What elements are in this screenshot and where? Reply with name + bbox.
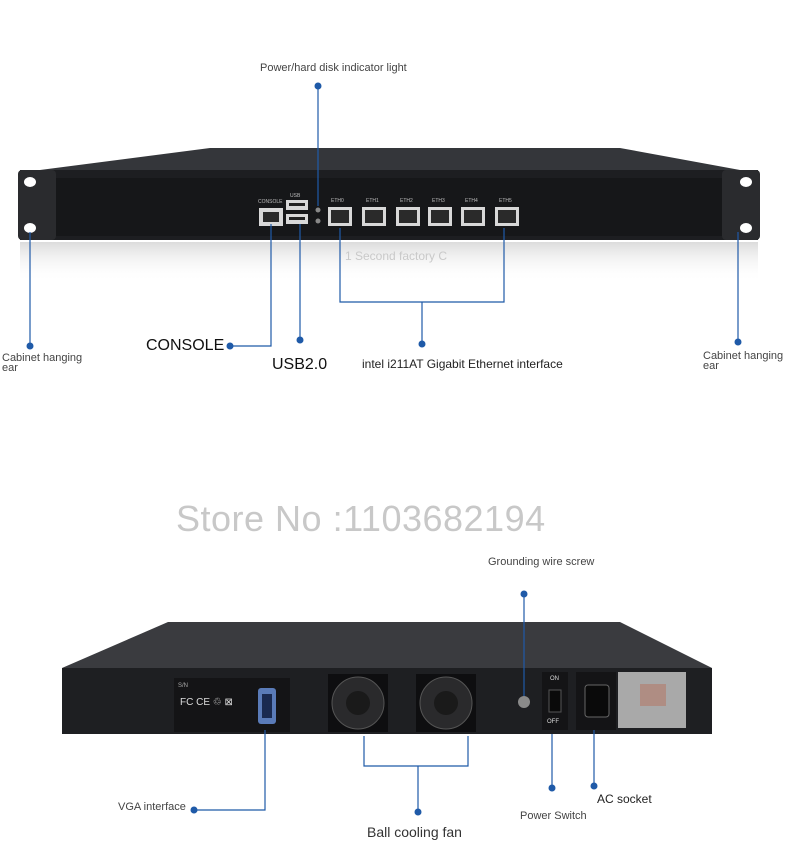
store-watermark: Store No :1103682194: [176, 498, 546, 539]
indicator-light-label: Power/hard disk indicator light: [260, 62, 407, 74]
back-callout-dots: [190, 590, 598, 816]
hdd-led: [315, 218, 321, 224]
fan-2-hub: [434, 691, 458, 715]
ac-socket: [584, 684, 610, 718]
left-ear: [18, 170, 56, 240]
left-ear-hole-bottom: [24, 223, 36, 233]
back-top-surface: [62, 622, 712, 668]
right-ear-label: Cabinet hanging ear: [703, 350, 784, 372]
fan-label: Ball cooling fan: [367, 824, 462, 840]
front-top-surface: [40, 148, 740, 170]
grounding-label: Grounding wire screw: [488, 556, 595, 568]
eth-port-label: ETH4: [465, 198, 478, 204]
right-ear-dot: [734, 338, 742, 346]
eth-port-inner: [498, 210, 516, 223]
power-switch: [548, 689, 562, 713]
eth-port-inner: [399, 210, 417, 223]
vga-leader: [194, 730, 266, 811]
usb-port-2-slot: [289, 217, 305, 220]
eth-port-label: ETH3: [432, 198, 445, 204]
grounding-screw: [518, 696, 530, 708]
eth-port-label: ETH1: [366, 198, 379, 204]
ethernet-dot: [418, 340, 426, 348]
front-mesh: [55, 178, 725, 236]
front-callouts: [29, 86, 739, 347]
cooling-fans: [328, 674, 476, 732]
eth-port-inner: [431, 210, 449, 223]
switch-on-text: ON: [550, 676, 559, 682]
front-callout-dots: [26, 82, 742, 350]
power-led: [315, 207, 321, 213]
console-leader: [230, 224, 272, 347]
usb-port-text: USB: [290, 193, 301, 199]
right-ear-hole-top: [740, 177, 752, 187]
left-ear-hole-top: [24, 177, 36, 187]
eth-port-label: ETH5: [499, 198, 512, 204]
front-reflection: [20, 242, 758, 282]
console-port-text: CONSOLE: [258, 199, 283, 205]
sn-text: S/N: [178, 683, 189, 689]
fan-bracket: [363, 736, 469, 767]
usb-port-1-slot: [289, 203, 305, 206]
ethernet-label: intel i211AT Gigabit Ethernet interface: [362, 357, 563, 371]
right-ear: [722, 170, 760, 240]
left-ear-dot: [26, 342, 34, 350]
psu-fan-tint: [640, 684, 666, 706]
indicator-dot: [314, 82, 322, 90]
switch-label: Power Switch: [520, 810, 587, 822]
reflection-text: 1 Second factory C: [345, 249, 448, 263]
ethernet-ports: [328, 207, 519, 226]
vga-label: VGA interface: [118, 801, 186, 813]
fan-1-hub: [346, 691, 370, 715]
ac-dot: [590, 782, 598, 790]
usb-dot: [296, 336, 304, 344]
vga-port-pins: [262, 694, 272, 718]
right-ear-hole-bottom: [740, 223, 752, 233]
eth-port-inner: [365, 210, 383, 223]
switch-dot: [548, 784, 556, 792]
cert-marks: FC CE ♲ ⊠: [180, 697, 233, 708]
back-callouts: [194, 594, 595, 812]
console-dot: [226, 342, 234, 350]
usb-label: USB2.0: [272, 356, 328, 373]
vga-dot: [190, 806, 198, 814]
left-ear-label: Cabinet hanging ear: [2, 352, 83, 374]
eth-port-label: ETH2: [400, 198, 413, 204]
ac-label: AC socket: [597, 792, 652, 806]
switch-off-text: OFF: [547, 719, 559, 725]
eth-port-inner: [331, 210, 349, 223]
eth-port-inner: [464, 210, 482, 223]
grounding-dot: [520, 590, 528, 598]
console-label: CONSOLE: [146, 337, 225, 354]
fan-dot: [414, 808, 422, 816]
eth-port-label: ETH0: [331, 198, 344, 204]
console-port-inner: [263, 212, 279, 222]
